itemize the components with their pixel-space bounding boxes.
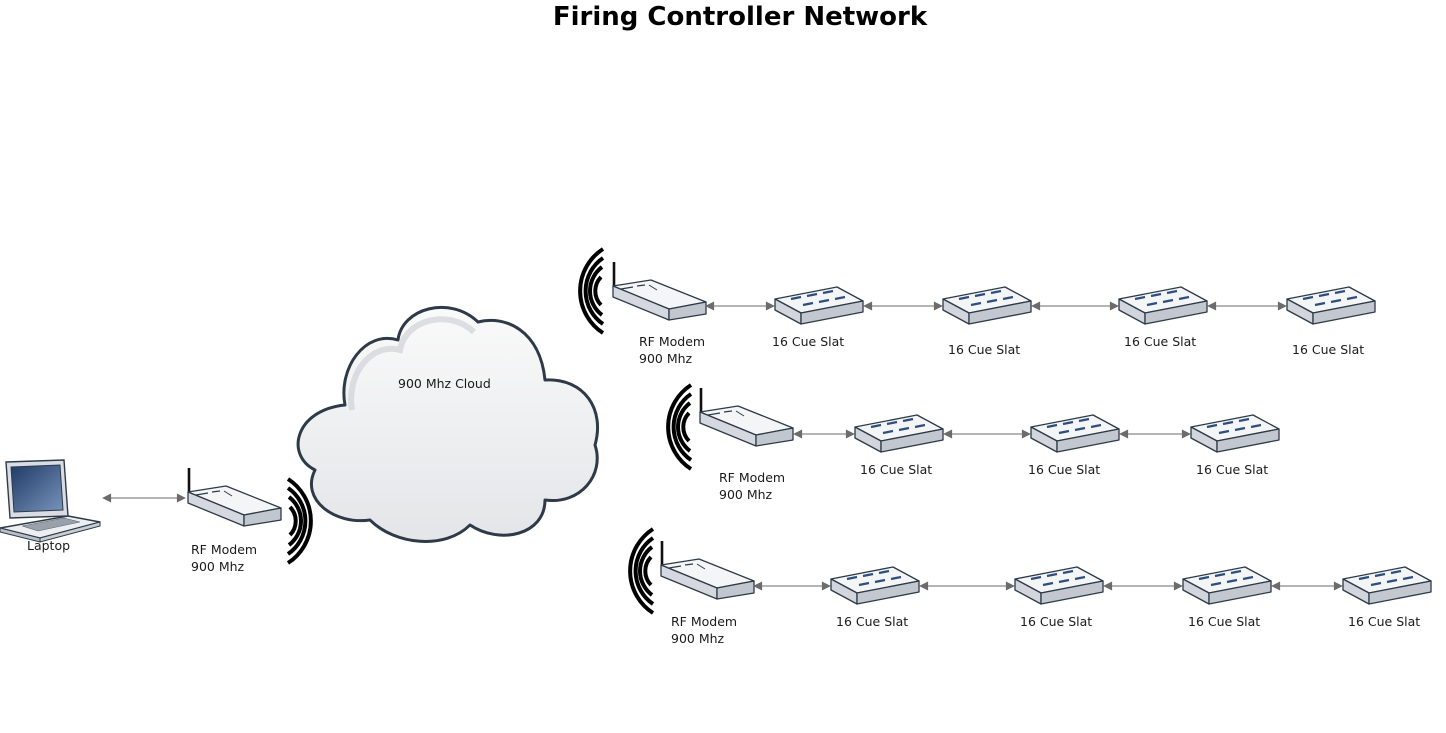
cue-slat-icon [829,565,921,606]
modem-label-line2: 900 Mhz [191,559,245,574]
cue-slat-label: 16 Cue Slat [1124,334,1196,349]
cue-slat-icon [1341,565,1433,606]
cue-slat-label: 16 Cue Slat [948,342,1020,357]
cue-slat-label: 16 Cue Slat [1196,462,1268,477]
cue-slat-label: 16 Cue Slat [1028,462,1100,477]
diagram-title: Firing Controller Network [552,2,928,32]
modem-label-line2: 900 Mhz [671,631,725,646]
cue-slat-label: 16 Cue Slat [1020,614,1092,629]
rf-modem-icon [698,386,795,448]
cue-slat-icon [1181,565,1273,606]
cue-slat-icon [1285,285,1377,326]
cue-slat-icon [773,285,865,326]
cue-slat-label: 16 Cue Slat [772,334,844,349]
cue-slat-icon [1189,413,1281,454]
signal-waves-icon [628,527,655,615]
modem-label-line2: 900 Mhz [639,351,693,366]
cue-slat-icon [1013,565,1105,606]
cue-slat-icon [853,413,945,454]
cue-slat-label: 16 Cue Slat [836,614,908,629]
cloud-label: 900 Mhz Cloud [398,376,491,391]
signal-waves-icon [578,247,605,335]
laptop-icon [0,459,101,543]
rf-modem-icon [611,260,708,322]
modem-label-line1: RF Modem [191,542,257,557]
rf-modem-icon [659,539,756,601]
cue-slat-label: 16 Cue Slat [860,462,932,477]
cue-slat-icon [1029,413,1121,454]
cue-slat-icon [1117,285,1209,326]
laptop-label: Laptop [27,538,70,553]
modem-label-line1: RF Modem [639,334,705,349]
cue-slat-icon [941,285,1033,326]
cloud-icon [296,305,600,543]
modem-label-line1: RF Modem [719,470,785,485]
modem-label-line2: 900 Mhz [719,487,773,502]
cue-slat-label: 16 Cue Slat [1348,614,1420,629]
rf-modem-icon [186,466,283,528]
cue-slat-label: 16 Cue Slat [1292,342,1364,357]
signal-waves-icon [666,383,693,471]
cue-slat-label: 16 Cue Slat [1188,614,1260,629]
modem-label-line1: RF Modem [671,614,737,629]
signal-waves-icon [286,477,313,565]
